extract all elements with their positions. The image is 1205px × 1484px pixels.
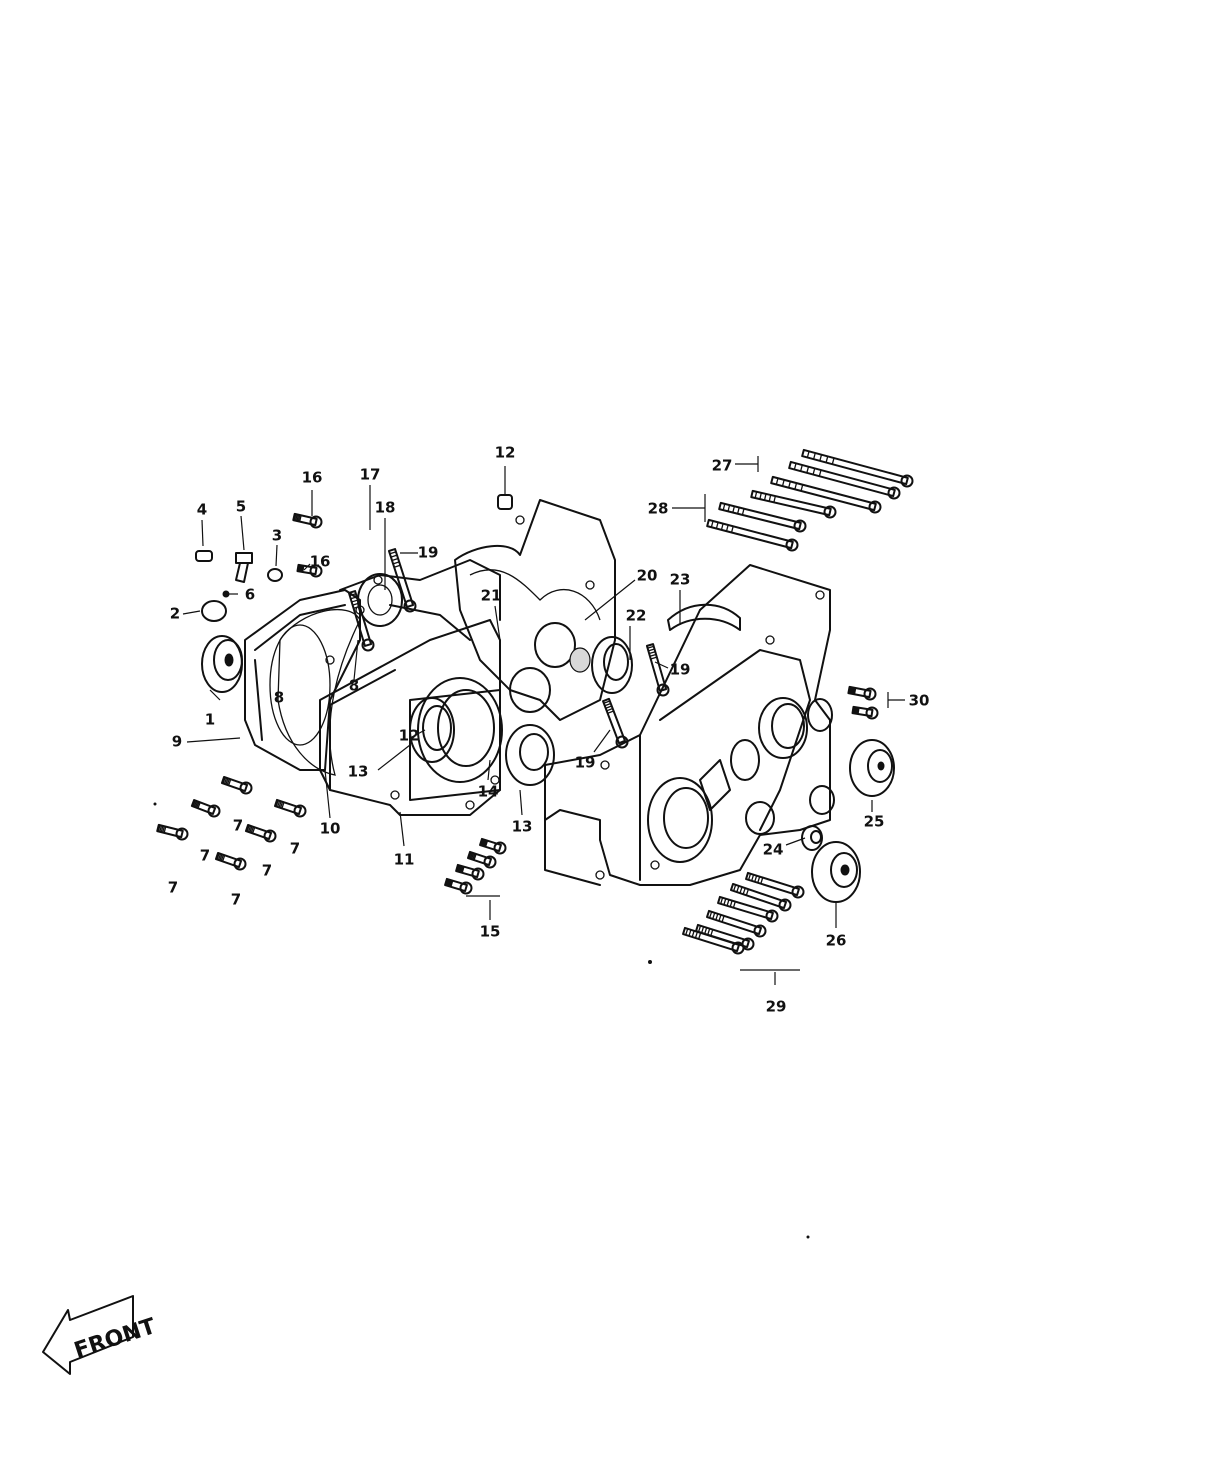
bolt-7 bbox=[214, 851, 247, 871]
front-arrow: FRONT bbox=[42, 1295, 159, 1375]
bolt-16 bbox=[296, 563, 323, 578]
leader-lines bbox=[182, 456, 905, 985]
bearing-center bbox=[409, 677, 503, 783]
callout-16a: 16 bbox=[302, 469, 323, 487]
callout-14: 14 bbox=[478, 783, 499, 801]
callout-12a: 12 bbox=[399, 727, 420, 745]
bolt-7 bbox=[190, 799, 221, 818]
callout-13a: 13 bbox=[348, 763, 369, 781]
bolt-28 bbox=[718, 501, 807, 533]
callout-5: 5 bbox=[236, 498, 246, 516]
bolt-16 bbox=[292, 512, 323, 529]
callout-26: 26 bbox=[826, 932, 847, 950]
stud-19 bbox=[602, 697, 629, 749]
bolt-7 bbox=[220, 775, 253, 795]
callout-12b: 12 bbox=[495, 444, 516, 462]
bolt-15 bbox=[479, 837, 507, 855]
callout-7a: 7 bbox=[168, 879, 178, 897]
callout-6: 6 bbox=[245, 586, 255, 604]
callout-15: 15 bbox=[480, 923, 501, 941]
bolt-27 bbox=[788, 460, 901, 500]
callout-19a: 19 bbox=[418, 544, 439, 562]
print-speck bbox=[806, 1235, 810, 1239]
bolt-7 bbox=[156, 823, 189, 841]
callout-11: 11 bbox=[394, 851, 415, 869]
oil-seal-22 bbox=[591, 636, 633, 694]
bearing-cap-23 bbox=[667, 603, 741, 631]
left-crankcase-half bbox=[244, 559, 501, 816]
dowel-pin-4 bbox=[195, 550, 213, 562]
callout-17: 17 bbox=[360, 466, 381, 484]
callout-7f: 7 bbox=[231, 891, 241, 909]
stud-19 bbox=[347, 590, 375, 652]
o-ring-2 bbox=[201, 600, 227, 622]
bolt-28 bbox=[770, 475, 882, 514]
bolt-30 bbox=[847, 685, 877, 701]
callout-13b: 13 bbox=[512, 818, 533, 836]
callout-24: 24 bbox=[763, 841, 784, 859]
callout-16b: 16 bbox=[310, 553, 331, 571]
stud-19 bbox=[645, 643, 670, 697]
bolt-29 bbox=[706, 909, 767, 938]
bearing-13-lower bbox=[505, 724, 555, 786]
callout-18: 18 bbox=[375, 499, 396, 517]
callout-20: 20 bbox=[637, 567, 658, 585]
callout-1: 1 bbox=[205, 711, 215, 729]
callout-25: 25 bbox=[864, 813, 885, 831]
print-speck bbox=[648, 960, 652, 964]
bushing-24 bbox=[801, 825, 823, 851]
bolts-group bbox=[156, 448, 914, 955]
bearing-26 bbox=[811, 841, 861, 903]
callout-3: 3 bbox=[272, 527, 282, 545]
bearing-25 bbox=[849, 739, 895, 797]
callout-30: 30 bbox=[909, 692, 930, 710]
o-ring-3 bbox=[267, 568, 283, 582]
callout-28: 28 bbox=[648, 500, 669, 518]
callout-27: 27 bbox=[712, 457, 733, 475]
middle-crankcase bbox=[454, 499, 616, 721]
stud-19 bbox=[387, 548, 417, 613]
bolt-30 bbox=[851, 705, 879, 720]
front-arrow-label: FRONT bbox=[71, 1314, 159, 1364]
right-crankcase-half bbox=[544, 564, 835, 886]
bolt-29 bbox=[729, 882, 792, 912]
callout-7c: 7 bbox=[233, 817, 243, 835]
plug-screw-5 bbox=[235, 552, 253, 583]
bolt-7 bbox=[273, 798, 307, 818]
callout-4: 4 bbox=[197, 501, 207, 519]
callout-19c: 19 bbox=[575, 754, 596, 772]
callout-8a: 8 bbox=[274, 689, 284, 707]
callout-2: 2 bbox=[170, 605, 180, 623]
bolt-29 bbox=[717, 895, 779, 923]
callout-7e: 7 bbox=[290, 840, 300, 858]
dowel-pin-12 bbox=[497, 494, 513, 510]
gasket-10 bbox=[277, 608, 361, 776]
bolt-28 bbox=[750, 489, 837, 519]
oil-seal-1 bbox=[201, 635, 243, 693]
callout-7b: 7 bbox=[200, 847, 210, 865]
bolt-15 bbox=[455, 863, 485, 881]
callout-labels: 1 2 3 4 5 6 7 7 7 7 7 7 8 8 9 10 11 12 1… bbox=[168, 444, 930, 1016]
bolt-7 bbox=[244, 823, 277, 843]
callout-21: 21 bbox=[481, 587, 502, 605]
bolt-27 bbox=[801, 448, 914, 488]
callout-19b: 19 bbox=[670, 661, 691, 679]
callout-22: 22 bbox=[626, 607, 647, 625]
bolt-29 bbox=[682, 926, 745, 955]
bolt-28 bbox=[706, 518, 799, 552]
callout-29: 29 bbox=[766, 998, 787, 1016]
bolt-15 bbox=[466, 850, 497, 869]
callout-7d: 7 bbox=[262, 862, 272, 880]
callout-10: 10 bbox=[320, 820, 341, 838]
callout-23: 23 bbox=[670, 571, 691, 589]
print-speck bbox=[153, 802, 157, 806]
callout-9: 9 bbox=[172, 733, 182, 751]
callout-8b: 8 bbox=[349, 677, 359, 695]
bolt-29 bbox=[745, 871, 805, 899]
bolt-15 bbox=[444, 877, 473, 895]
